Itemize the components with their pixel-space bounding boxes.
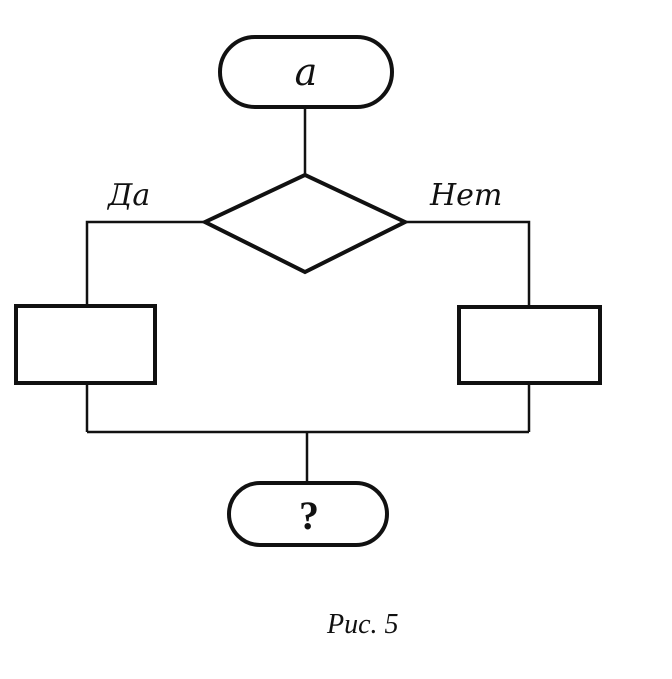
process-box-yes	[14, 304, 157, 385]
end-terminal-label: ?	[299, 493, 319, 538]
decision-diamond	[200, 172, 410, 275]
process-box-no	[457, 305, 602, 385]
start-terminal	[218, 35, 394, 109]
no-branch-label: Нет	[429, 178, 502, 213]
connector-yes-branch	[85, 220, 205, 306]
figure-caption: Рис. 5	[326, 609, 399, 640]
start-terminal-label: a	[295, 50, 318, 94]
connector-lines	[85, 107, 531, 483]
end-terminal	[227, 481, 389, 547]
connector-no-branch	[405, 220, 531, 305]
yes-branch-label: Да	[106, 178, 150, 213]
